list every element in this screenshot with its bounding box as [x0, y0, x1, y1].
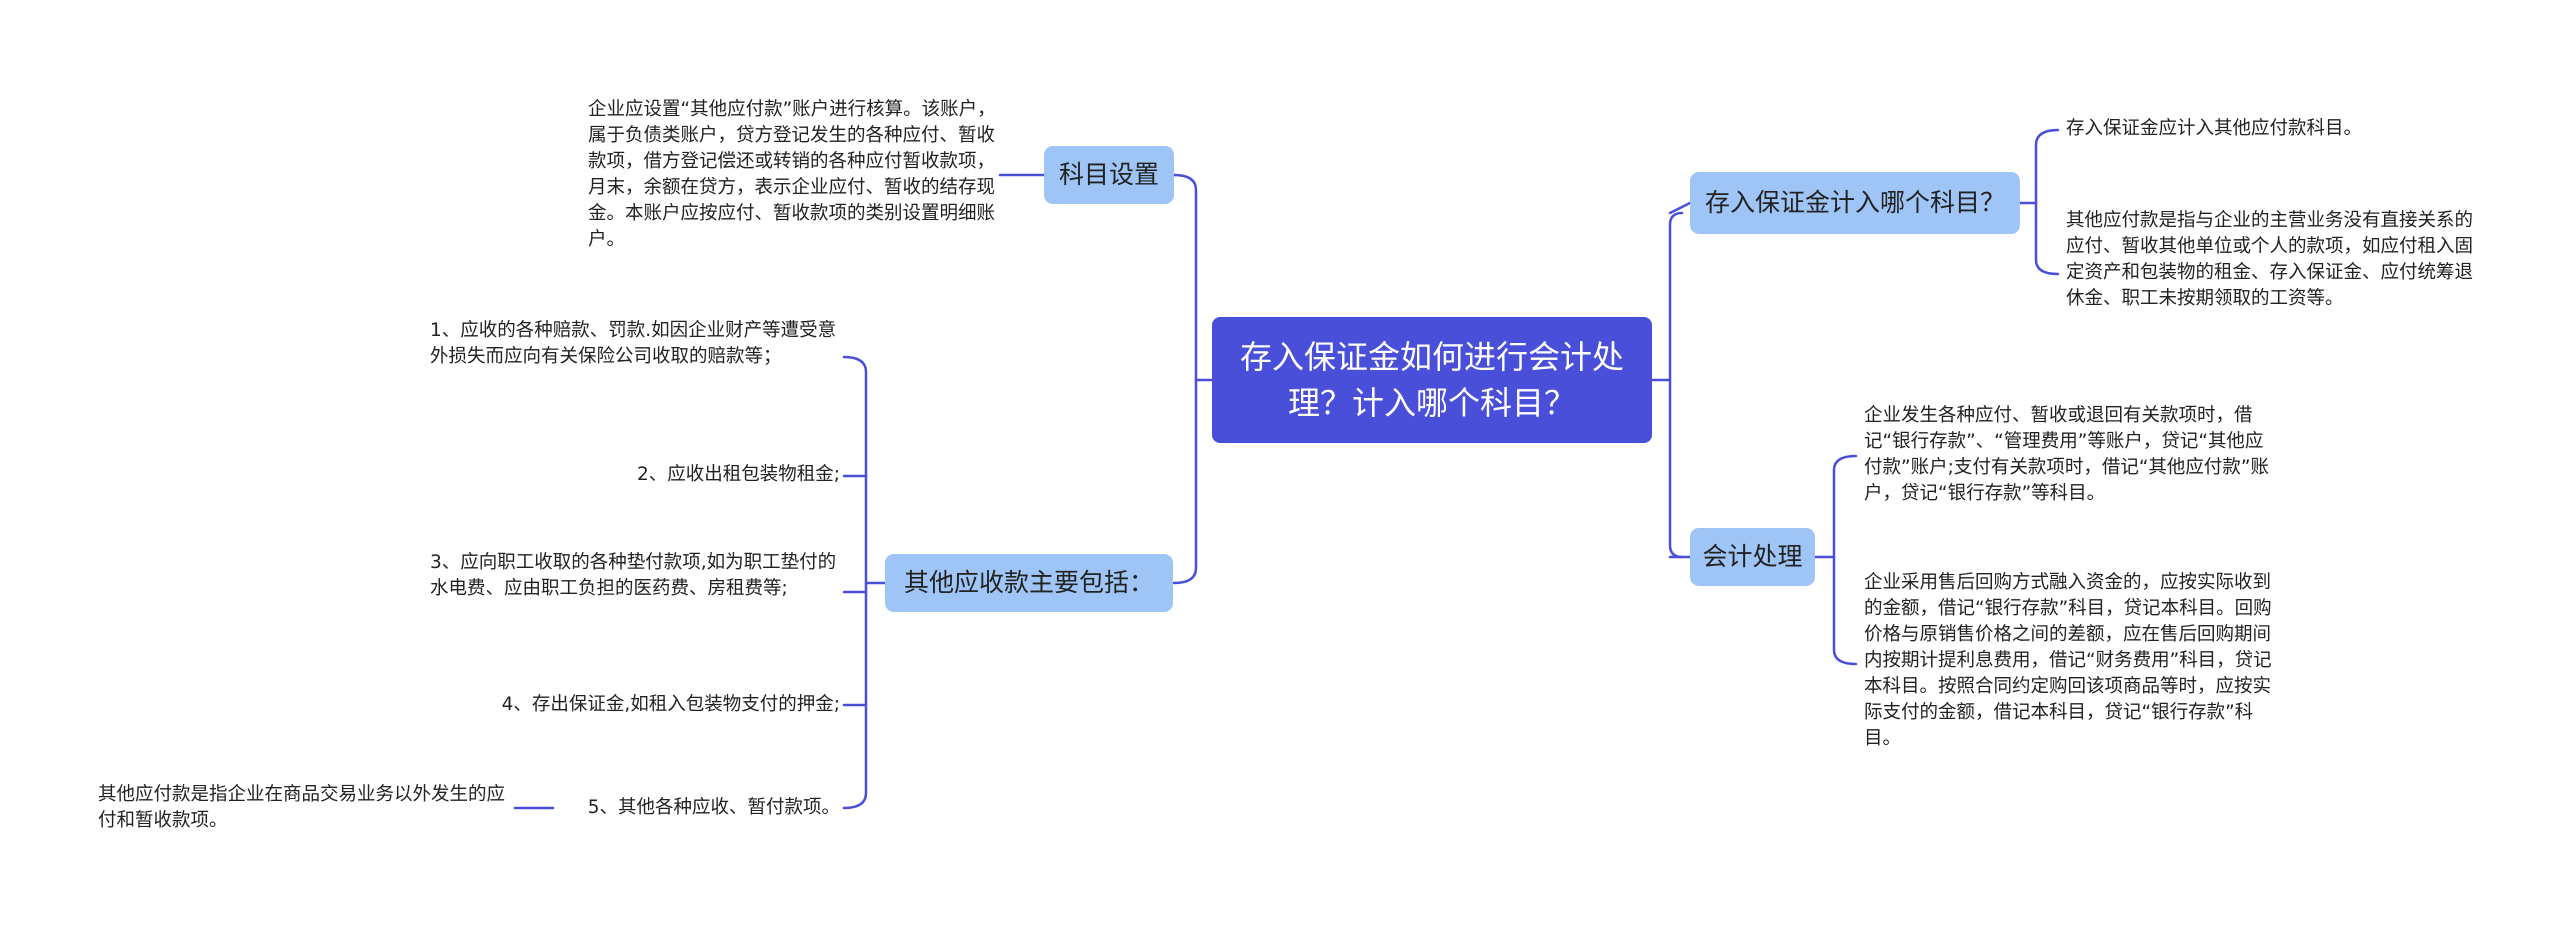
- branch-qita-label: 其他应收款主要包括：: [903, 568, 1154, 597]
- branch-jiru-label: 存入保证金计入哪个科目？: [1704, 188, 2005, 217]
- qita-item-5-note: 其他应付款是指企业在商品交易业务以外发生的应付和暂收款项。: [98, 784, 506, 831]
- link-qita-items: [842, 355, 887, 810]
- root-topic[interactable]: 存入保证金如何进行会计处理？计入哪个科目？: [1212, 317, 1652, 443]
- jiru-leaf-1: 存入保证金应计入其他应付款科目。: [2066, 118, 2363, 139]
- qita-item-2: 2、应收出租包装物租金;: [636, 464, 840, 485]
- branch-kemu[interactable]: 科目设置: [1044, 146, 1174, 204]
- jiru-leaf-2: 其他应付款是指与企业的主营业务没有直接关系的应付、暂收其他单位或个人的款项，如应…: [2066, 210, 2474, 309]
- qita-item-1: 1、应收的各种赔款、罚款.如因企业财产等遭受意外损失而应向有关保险公司收取的赔款…: [430, 320, 837, 367]
- qita-item-3: 3、应向职工收取的各种垫付款项,如为职工垫付的水电费、应由职工负担的医药费、房租…: [430, 552, 837, 599]
- link-jiru-leaves: [2018, 128, 2060, 276]
- branch-kemu-label: 科目设置: [1058, 160, 1159, 189]
- kemu-desc: 企业应设置“其他应付款”账户进行核算。该账户，属于负债类账户，贷方登记发生的各种…: [588, 99, 996, 250]
- branch-kuaiji[interactable]: 会计处理: [1690, 528, 1815, 586]
- kuaiji-leaf-1: 企业发生各种应付、暂收或退回有关款项时，借记“银行存款”、“管理费用”等账户，贷…: [1864, 405, 2269, 504]
- qita-item-4: 4、存出保证金,如租入包装物支付的押金;: [501, 694, 840, 715]
- kuaiji-leaf-2: 企业采用售后回购方式融入资金的，应按实际收到的金额，借记“银行存款”科目，贷记本…: [1864, 572, 2272, 749]
- branch-kuaiji-label: 会计处理: [1702, 542, 1803, 571]
- link-kuaiji-leaves: [1813, 454, 1858, 666]
- root-topic-label: 存入保证金如何进行会计处理？计入哪个科目？: [1239, 338, 1624, 422]
- branch-qita[interactable]: 其他应收款主要包括：: [885, 554, 1173, 612]
- branch-jiru[interactable]: 存入保证金计入哪个科目？: [1690, 172, 2020, 234]
- qita-item-5: 5、其他各种应收、暂付款项。: [587, 797, 840, 818]
- link-right-branch-1: [1668, 211, 1684, 559]
- link-left-trunk: [1172, 173, 1198, 585]
